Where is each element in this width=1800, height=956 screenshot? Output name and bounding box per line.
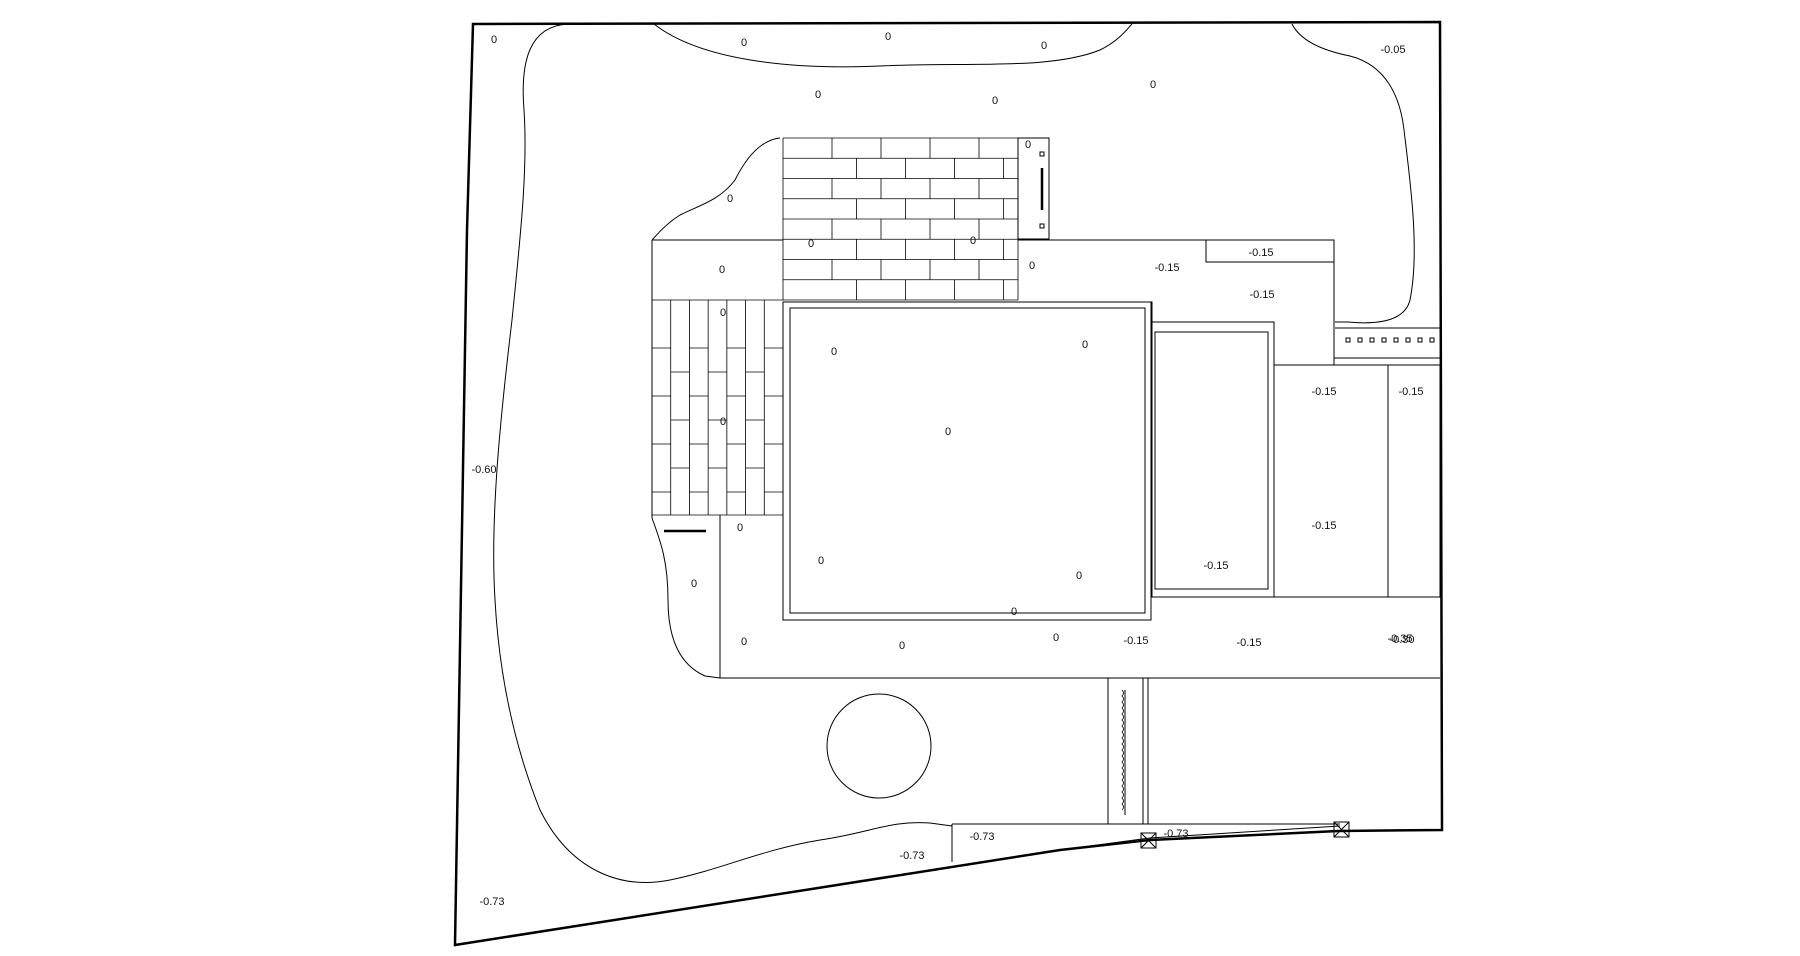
elevation-label: -0.30 (1389, 634, 1414, 646)
elevation-label: 0 (727, 193, 733, 205)
house-outline (783, 301, 1440, 366)
upper-terrace (1018, 239, 1335, 263)
bollard-row (1345, 337, 1435, 343)
elevation-label: 0 (1029, 260, 1035, 272)
elevation-label: -0.15 (1311, 520, 1336, 532)
elevation-label: -0.05 (1380, 44, 1405, 56)
east-block (1273, 364, 1441, 598)
elevation-label: 0 (720, 416, 726, 428)
elevation-label: 0 (1150, 79, 1156, 91)
elevation-label: 0 (885, 31, 891, 43)
elevation-label: -0.35 (1387, 633, 1412, 645)
tree-circle (826, 693, 932, 799)
bollard (1381, 337, 1387, 343)
entry-panel (1017, 137, 1050, 240)
west-brick-paving (651, 299, 783, 516)
entry-bolt-top (1039, 151, 1045, 157)
bollard (1345, 337, 1351, 343)
elevation-label: 0 (1076, 570, 1082, 582)
elevation-label: 0 (1082, 339, 1088, 351)
elevation-label: 0 (741, 37, 747, 49)
elevation-label: -0.15 (1123, 635, 1148, 647)
elevation-label: -0.15 (1311, 386, 1336, 398)
elevation-label: 0 (808, 238, 814, 250)
elevation-label: -0.15 (1154, 262, 1179, 274)
south-path-wave (1121, 689, 1124, 811)
elevation-label: 0 (737, 522, 743, 534)
bollard (1393, 337, 1399, 343)
lawn-area-right-corner (1291, 23, 1415, 324)
south-garden-strip (951, 823, 1341, 862)
elevation-label: -0.73 (969, 831, 994, 843)
elevation-label: -0.15 (1248, 247, 1273, 259)
pool-house-outer (1151, 321, 1275, 598)
elevation-label: 0 (992, 95, 998, 107)
drain-marker-a (1140, 832, 1157, 849)
elevation-label: 0 (1025, 139, 1031, 151)
elevation-label: 0 (818, 555, 824, 567)
elevation-label: 0 (1041, 40, 1047, 52)
elevation-label: -0.15 (1249, 289, 1274, 301)
elevation-label: -0.73 (1163, 828, 1188, 840)
elevation-label: 0 (970, 235, 976, 247)
sw-planter-curve (651, 517, 721, 679)
bollard (1429, 337, 1435, 343)
elevation-label: 0 (719, 264, 725, 276)
elevation-label: 0 (491, 34, 497, 46)
west-planter (651, 137, 781, 241)
lawn-area-top-edge (653, 23, 1133, 68)
lawn-area (493, 23, 953, 883)
elevation-label: -0.73 (479, 896, 504, 908)
drain-marker-b (1333, 821, 1350, 838)
bollard (1417, 337, 1423, 343)
pool-house-inner (1154, 331, 1269, 590)
elevation-label: -0.15 (1236, 637, 1261, 649)
elevation-label: 0 (1011, 606, 1017, 618)
elevation-label: 0 (691, 578, 697, 590)
elevation-label: 0 (1053, 632, 1059, 644)
elevation-label: 0 (815, 89, 821, 101)
pool-outer (782, 301, 1152, 621)
north-brick-paving (782, 137, 1019, 301)
property-boundary (453, 20, 1444, 947)
entry-bolt-bottom (1039, 223, 1045, 229)
elevation-label: -0.15 (1398, 386, 1423, 398)
elevation-label: -0.73 (899, 850, 924, 862)
elevation-label: -0.15 (1203, 560, 1228, 572)
elevation-label: 0 (945, 426, 951, 438)
elevation-label: 0 (741, 636, 747, 648)
bollard (1405, 337, 1411, 343)
bollard (1369, 337, 1375, 343)
elevation-label: 0 (720, 307, 726, 319)
pool-inner (789, 307, 1146, 614)
elevation-label: 0 (831, 346, 837, 358)
elevation-label: 0 (899, 640, 905, 652)
bollard (1357, 337, 1363, 343)
elevation-labels: 0 0 0 0 0 0 0 0 0 0 0 0 0 0 0 0 0 0 0 0 … (471, 31, 1423, 908)
elevation-label: -0.60 (471, 464, 496, 476)
